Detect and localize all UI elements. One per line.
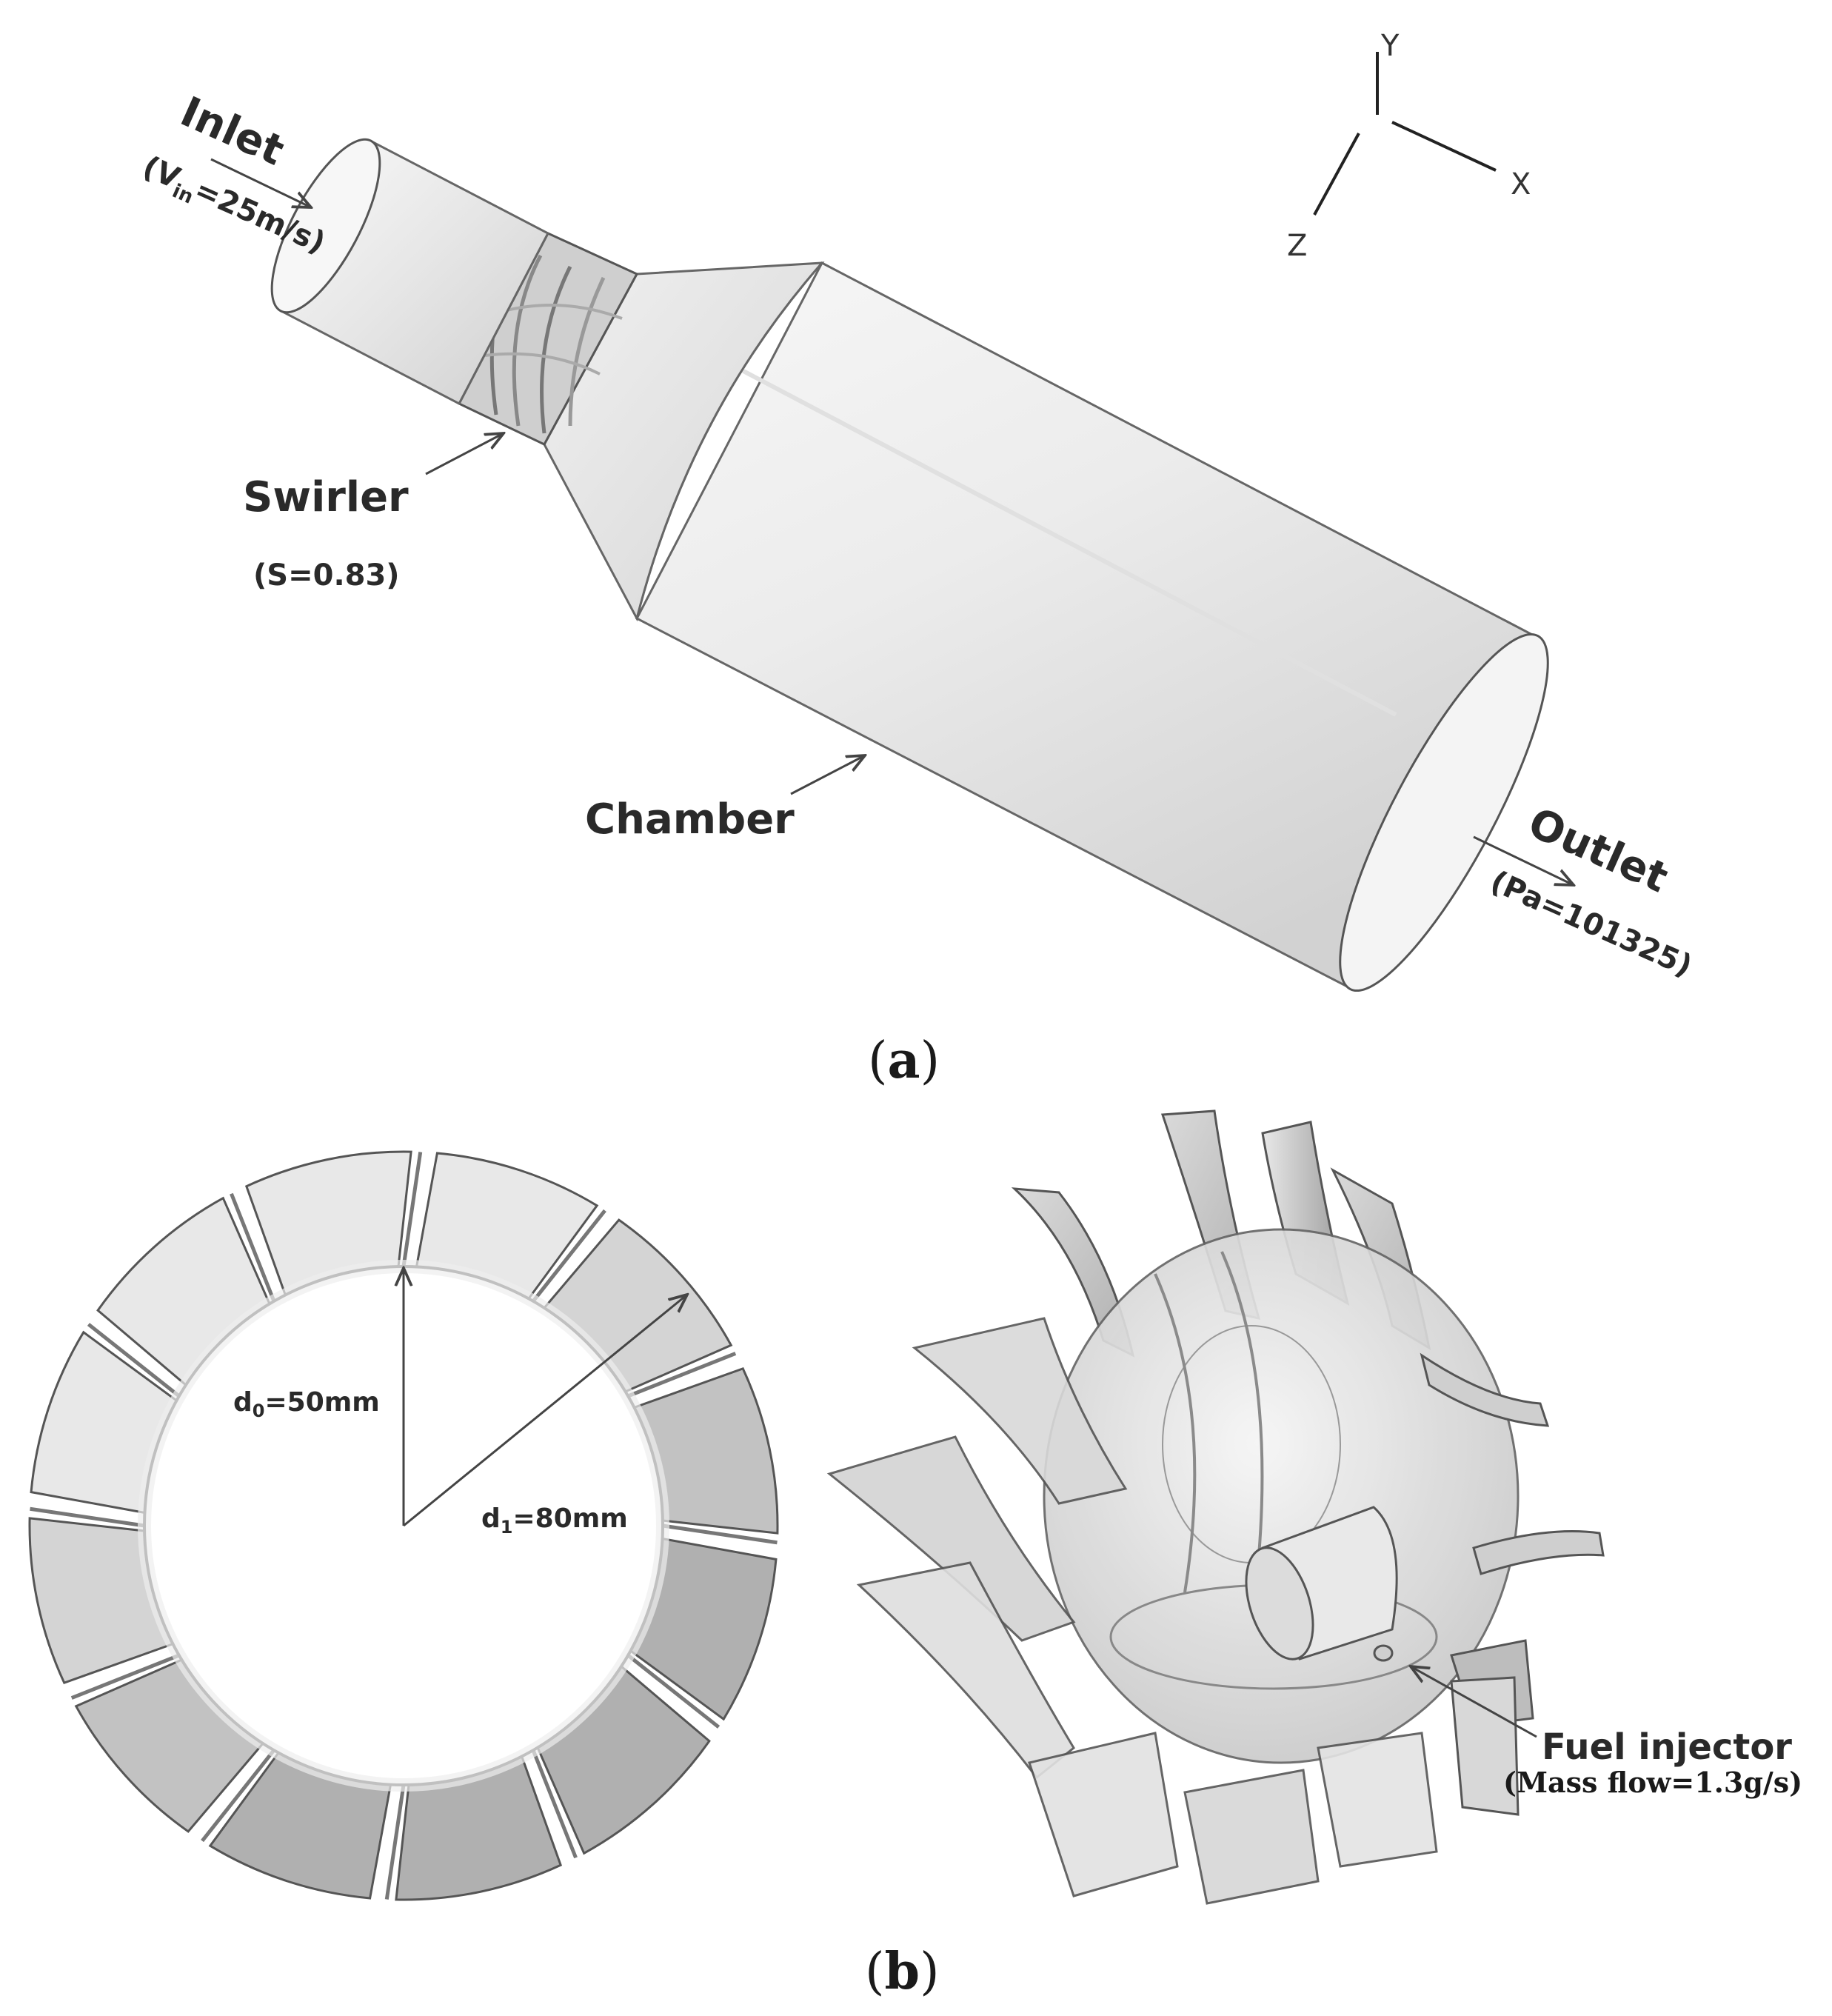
inlet-label: Inlet [173,87,291,175]
vane-edge [70,1653,180,1700]
axis-label-z: Z [1287,229,1307,263]
inlet-pipe [270,138,550,406]
axis-label-y: Y [1380,29,1400,63]
swirler-arrow [425,433,504,475]
fuel-injector-label: Fuel injector [1542,1726,1792,1768]
vane-edge [201,1749,275,1843]
swirler-condition: (S=0.83) [253,558,400,593]
vane-edge [531,1749,578,1859]
panel-a: Y X Z Inlet (Vin=25m/s) Swirler (S=0.83)… [138,29,1697,1090]
vane-edge [626,1654,721,1729]
vane-edge [401,1152,423,1267]
cone-section [543,261,825,622]
vane-edge [230,1192,276,1302]
caption-a: (a) [868,1031,940,1090]
outlet-arrow [1473,835,1574,885]
caption-b: (b) [865,1942,940,2001]
chamber-arrow [790,755,865,795]
fuel-injector-arrow [1411,1666,1537,1738]
vane-edge [87,1323,181,1398]
axis-triad: Y X Z [1287,29,1531,263]
vane-edge [662,1523,778,1545]
axis-label-x: X [1511,167,1531,201]
outlet-condition: (Pa=101325) [1485,864,1697,984]
vane-ring [28,1150,779,1901]
vane-edge [627,1352,737,1398]
d1-radius-line [403,1295,687,1527]
panel-b-swirler-isometric: Fuel injector (Mass flow=1.3g/s) [826,1109,1802,1905]
swirler-band [457,232,639,446]
d0-label: d0=50mm [233,1387,380,1421]
panel-b-swirler-top-view: d0=50mm d1=80mm [28,1150,779,1901]
chamber-body [635,261,1549,992]
fuel-injector-condition: (Mass flow=1.3g/s) [1503,1766,1802,1799]
d1-label: d1=80mm [481,1503,628,1538]
fuel-injector-nozzle [1245,1506,1398,1662]
inlet-arrow [210,158,311,207]
vane-edge [532,1209,606,1303]
chamber-label: Chamber [585,795,795,844]
swirler-label: Swirler [243,473,409,521]
vane-edge [384,1784,406,1900]
vane-edge [30,1506,145,1528]
